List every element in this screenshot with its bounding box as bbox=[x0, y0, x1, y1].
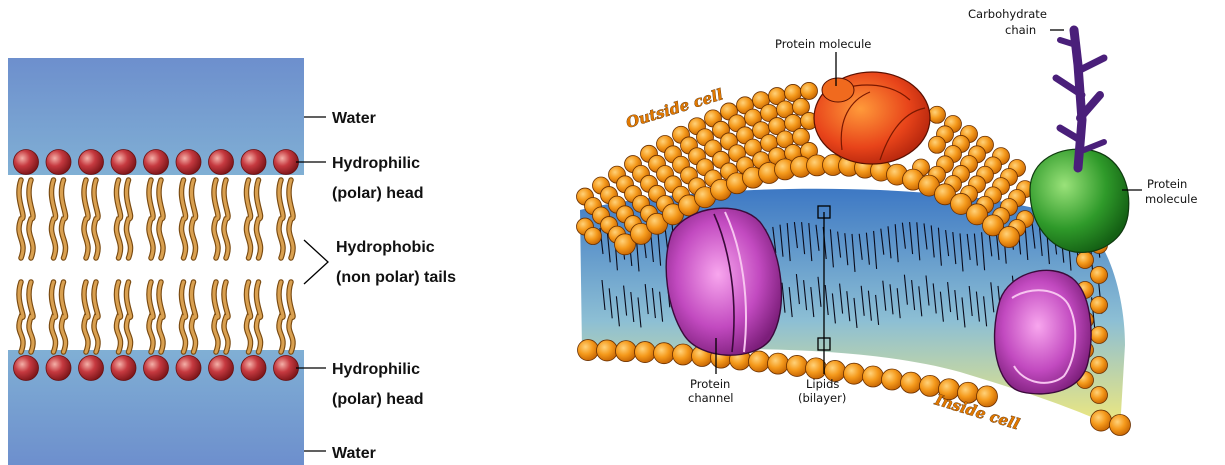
protein-molecule-red bbox=[814, 72, 930, 164]
label-molecule-right: molecule bbox=[1145, 192, 1197, 206]
lipid-head bbox=[46, 356, 71, 381]
lipid-head bbox=[144, 150, 169, 175]
edge-lipid-head bbox=[1091, 387, 1108, 404]
outer-lipid-head bbox=[585, 228, 602, 245]
protein-channel-right bbox=[995, 270, 1091, 394]
inner-lipid-head bbox=[635, 342, 656, 363]
lipid-head bbox=[111, 150, 136, 175]
outer-lipid-head bbox=[929, 106, 946, 123]
edge-lipid-head bbox=[1091, 357, 1108, 374]
lipid-head bbox=[144, 356, 169, 381]
lipid-head bbox=[274, 150, 299, 175]
carbohydrate-chain bbox=[1056, 30, 1104, 168]
outer-lipid-head bbox=[929, 136, 946, 153]
label-protein-channel-1: Protein bbox=[690, 377, 730, 391]
inner-lipid-head bbox=[787, 355, 808, 376]
lipid-head bbox=[241, 150, 266, 175]
inner-lipid-head bbox=[1091, 410, 1112, 431]
label-chain: chain bbox=[1005, 23, 1036, 37]
label-polar-head-top: (polar) head bbox=[332, 185, 424, 202]
lipid-head bbox=[274, 356, 299, 381]
inner-lipid-head bbox=[1110, 415, 1131, 436]
edge-lipid-head bbox=[1091, 327, 1108, 344]
inner-lipid-head bbox=[597, 340, 618, 361]
inner-lipid-head bbox=[749, 351, 770, 372]
label-lipids: Lipids bbox=[806, 377, 839, 391]
outer-lipid-head bbox=[801, 82, 818, 99]
label-water-bottom: Water bbox=[332, 445, 376, 462]
lipid-head bbox=[209, 356, 234, 381]
label-hydrophilic-top: Hydrophilic bbox=[332, 155, 420, 172]
inner-lipid-head bbox=[901, 372, 922, 393]
label-hydrophobic: Hydrophobic bbox=[336, 239, 435, 256]
label-water-top: Water bbox=[332, 110, 376, 127]
inner-lipid-head bbox=[882, 369, 903, 390]
edge-lipid-head bbox=[1091, 297, 1108, 314]
lipid-head bbox=[241, 356, 266, 381]
tails-leader bbox=[304, 240, 328, 284]
outer-lipid-head bbox=[999, 227, 1020, 248]
protein-channel-left bbox=[666, 208, 781, 355]
edge-lipid-head bbox=[1077, 252, 1094, 269]
label-carbohydrate: Carbohydrate bbox=[968, 7, 1047, 21]
label-bilayer: (bilayer) bbox=[798, 391, 846, 405]
edge-lipid-head bbox=[1091, 267, 1108, 284]
lipid-head bbox=[14, 150, 39, 175]
label-protein-molecule-top: Protein molecule bbox=[775, 37, 871, 51]
label-protein-right: Protein bbox=[1147, 177, 1187, 191]
lipid-head bbox=[79, 356, 104, 381]
inner-lipid-head bbox=[863, 366, 884, 387]
label-hydrophilic-bottom: Hydrophilic bbox=[332, 361, 420, 378]
label-nonpolar-tails: (non polar) tails bbox=[336, 269, 456, 286]
label-protein-channel-2: channel bbox=[688, 391, 734, 405]
inner-lipid-head bbox=[616, 341, 637, 362]
lipid-head bbox=[46, 150, 71, 175]
inner-lipid-head bbox=[578, 340, 599, 361]
inner-lipid-head bbox=[844, 363, 865, 384]
lipid-head bbox=[14, 356, 39, 381]
lipid-head bbox=[79, 150, 104, 175]
lipid-head bbox=[176, 356, 201, 381]
inner-lipid-head bbox=[673, 344, 694, 365]
phospholipid-bilayer-diagram: Water Hydrophilic (polar) head Hydrophob… bbox=[8, 58, 456, 465]
inner-lipid-head bbox=[654, 343, 675, 364]
label-polar-head-bottom: (polar) head bbox=[332, 391, 424, 408]
lipid-head bbox=[209, 150, 234, 175]
inner-lipid-head bbox=[768, 353, 789, 374]
cell-membrane-diagram: Outside cell Inside cell Protein molecul… bbox=[577, 7, 1198, 436]
lipid-head bbox=[176, 150, 201, 175]
lipid-head bbox=[111, 356, 136, 381]
